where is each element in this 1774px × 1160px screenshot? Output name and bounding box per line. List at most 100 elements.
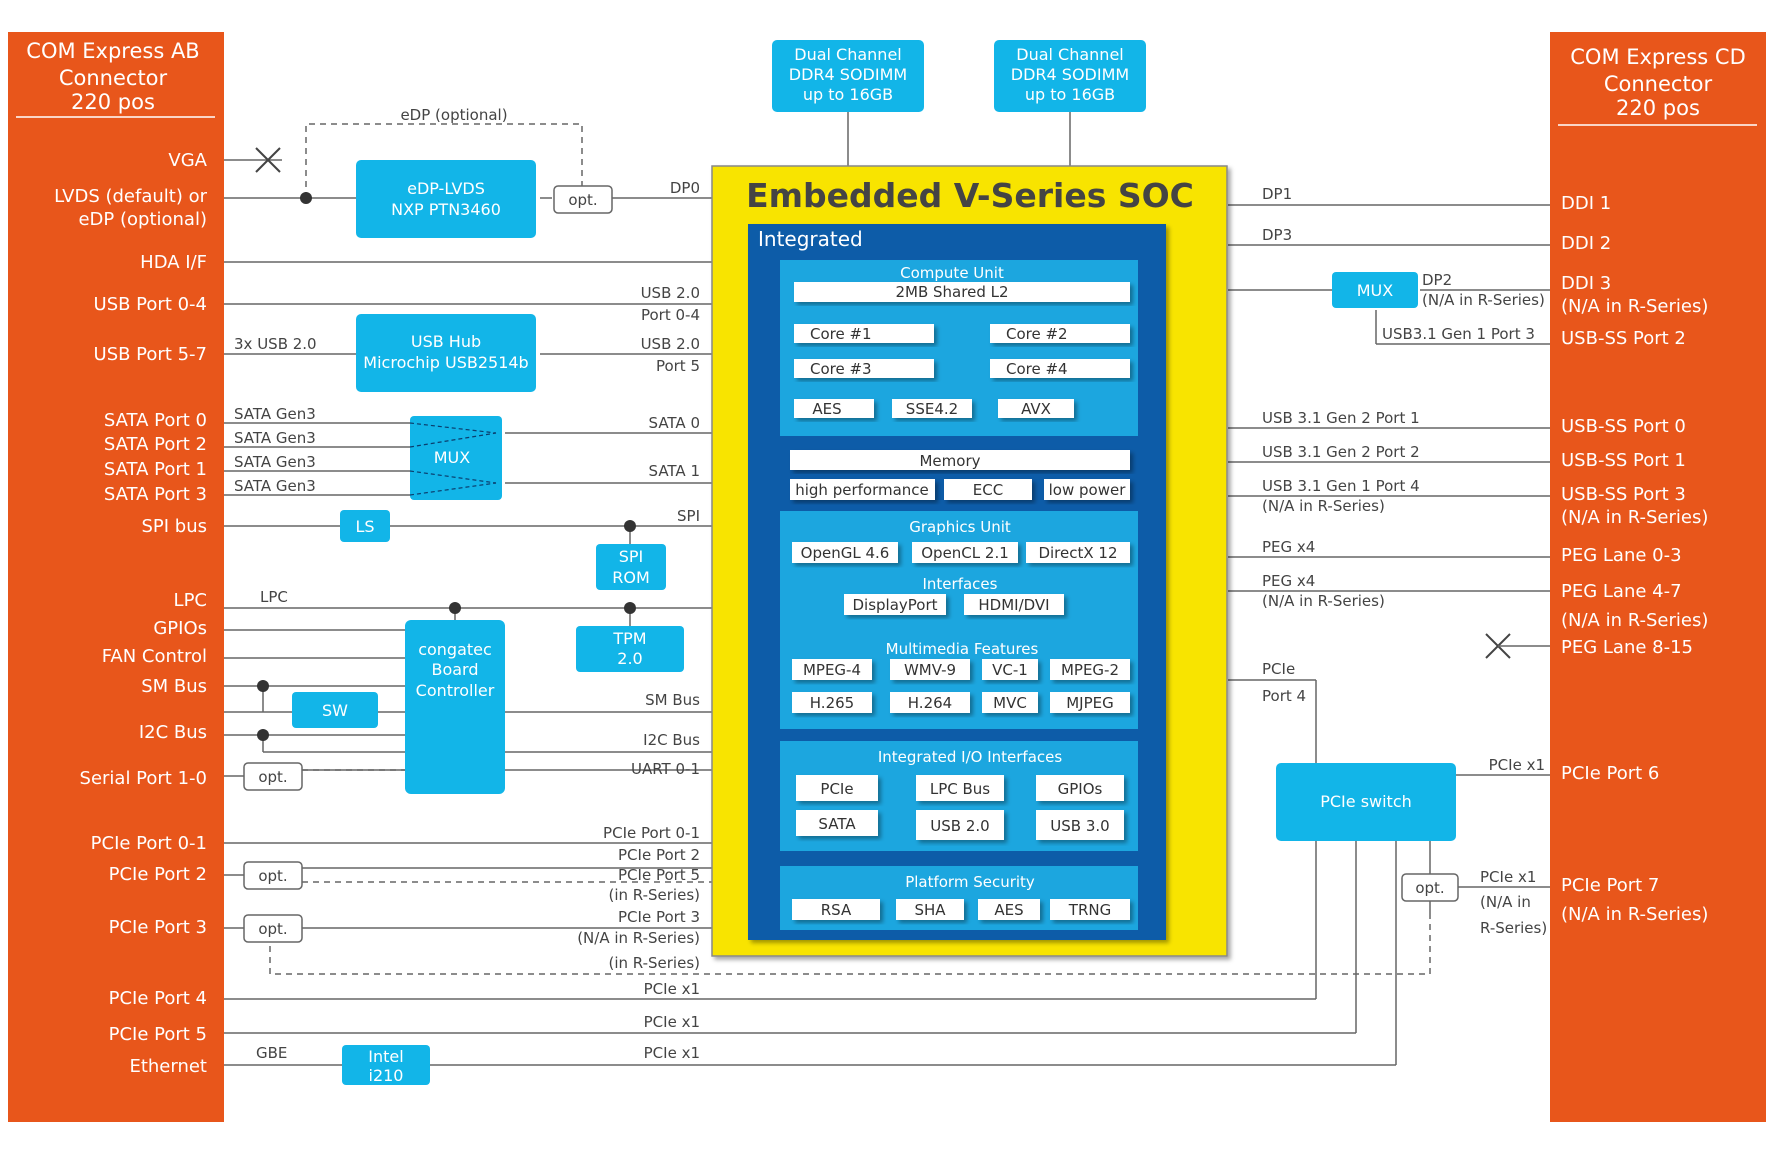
connector-cd-title: COM Express CD — [1570, 45, 1746, 69]
api-opencl — [912, 542, 1018, 563]
usb-hub — [356, 314, 536, 392]
connector-ab-title: 220 pos — [71, 90, 155, 114]
sec-item-label: AES — [994, 901, 1023, 919]
signal-label: eDP (optional) — [400, 106, 507, 124]
ab-pin-label: VGA — [168, 150, 207, 171]
integrated-io-title: Integrated I/O Interfaces — [878, 748, 1063, 766]
signal-label: DP3 — [1262, 226, 1292, 244]
ab-pin-label: SATA Port 0 — [104, 410, 207, 431]
ext-avx — [998, 399, 1074, 418]
core-4 — [990, 359, 1130, 378]
signal-label: 3x USB 2.0 — [234, 335, 317, 353]
ab-pin-label: PCIe Port 3 — [109, 917, 207, 938]
board-controller-label: Controller — [416, 681, 495, 700]
signal-label: SATA Gen3 — [234, 429, 316, 447]
edp-lvds-label: NXP PTN3460 — [391, 200, 501, 219]
signal-label: USB3.1 Gen 1 Port 3 — [1382, 325, 1535, 343]
memory-sodimm-left — [772, 40, 924, 112]
sec-item-label: RSA — [821, 901, 852, 919]
tpm-label: 2.0 — [617, 649, 642, 668]
signal-label: (N/A in R-Series) — [1262, 592, 1385, 610]
api-label: DirectX 12 — [1038, 544, 1117, 562]
signal-label: SATA Gen3 — [234, 477, 316, 495]
sw-block — [292, 692, 378, 728]
sec-item — [792, 899, 880, 920]
signal-label: DP1 — [1262, 185, 1292, 203]
cd-pin-label: DDI 1 — [1561, 193, 1611, 214]
codec — [792, 692, 872, 713]
wires-right — [1228, 204, 1550, 918]
signal-label: Port 4 — [1262, 687, 1306, 705]
io-item — [1036, 810, 1124, 840]
codec-label: MPEG-2 — [1061, 661, 1119, 679]
sec-item — [978, 899, 1040, 920]
signal-label: PCIe x1 — [644, 1013, 700, 1031]
connector-cd-title: 220 pos — [1616, 96, 1700, 120]
dashed-wires — [269, 123, 1431, 975]
memory-left-label: DDR4 SODIMM — [789, 65, 907, 84]
ab-pin-label: USB Port 0-4 — [94, 294, 207, 315]
graphics-unit-title: Graphics Unit — [909, 518, 1011, 536]
signal-label: I2C Bus — [643, 731, 700, 749]
api-directx — [1026, 542, 1130, 563]
l2-cache — [794, 282, 1130, 302]
sata-mux — [410, 416, 502, 500]
memory-title: Memory — [919, 452, 980, 470]
signal-label: GBE — [256, 1044, 287, 1062]
spi-rom-label: ROM — [612, 568, 650, 587]
mem-ecc — [944, 479, 1032, 500]
mem-low-power — [1044, 479, 1130, 500]
ab-pin-label: GPIOs — [153, 618, 207, 639]
ab-pin-label: USB Port 5-7 — [94, 344, 207, 365]
signal-label: USB 2.0 — [641, 284, 700, 302]
signal-label: PCIe — [1262, 660, 1295, 678]
codec-label: MJPEG — [1066, 694, 1114, 712]
connector-ab-body — [8, 32, 224, 1122]
board-controller-label: Board — [431, 660, 478, 679]
core-2 — [990, 324, 1130, 343]
signal-label: (N/A in R-Series) — [1422, 291, 1545, 309]
cd-pin-label: DDI 2 — [1561, 233, 1611, 254]
dp-mux-label: MUX — [1357, 281, 1394, 300]
ext-label: AES — [812, 400, 841, 418]
wires-left — [224, 159, 1397, 1066]
if-displayport — [844, 594, 946, 615]
cd-pin-label: (N/A in R-Series) — [1561, 507, 1708, 528]
sw-label: SW — [322, 701, 348, 720]
cd-pin-label: (N/A in R-Series) — [1561, 610, 1708, 631]
sec-item-label: TRNG — [1068, 901, 1111, 919]
io-item-label: USB 2.0 — [930, 817, 989, 835]
codec-label: H.265 — [810, 694, 854, 712]
signal-label: PCIe x1 — [1489, 756, 1545, 774]
codec — [982, 692, 1038, 713]
cd-pin-label: (N/A in R-Series) — [1561, 296, 1708, 317]
codec — [792, 659, 872, 680]
opt-label: opt. — [258, 768, 287, 786]
sec-item-label: SHA — [914, 901, 946, 919]
spi-rom-label: SPI — [619, 547, 644, 566]
spi-rom — [596, 544, 666, 590]
signal-label: PCIe Port 5 — [618, 866, 700, 884]
tpm — [576, 626, 684, 672]
ab-pin-label: HDA I/F — [140, 252, 207, 273]
signal-label: PCIe x1 — [644, 1044, 700, 1062]
ext-aes — [794, 399, 874, 418]
ab-pin-label: PCIe Port 5 — [109, 1024, 207, 1045]
codec-label: MPEG-4 — [803, 661, 861, 679]
signal-label: SATA 0 — [649, 414, 700, 432]
cd-pin-label: USB-SS Port 2 — [1561, 328, 1686, 349]
opt-label: opt. — [258, 920, 287, 938]
mem-high-performance — [790, 479, 935, 500]
memory-bar — [790, 450, 1130, 470]
opt-pcie3 — [243, 914, 303, 943]
opt-pcie7 — [1401, 873, 1459, 902]
codec — [1050, 659, 1130, 680]
cd-pin-label: USB-SS Port 1 — [1561, 450, 1686, 471]
platform-security-title: Platform Security — [905, 873, 1035, 891]
cd-pin-label: PCIe Port 7 — [1561, 875, 1659, 896]
security-items: RSA SHA AES TRNG — [792, 899, 1130, 920]
ext-label: SSE4.2 — [906, 400, 958, 418]
signal-label: SATA Gen3 — [234, 453, 316, 471]
signal-label: (in R-Series) — [608, 954, 700, 972]
